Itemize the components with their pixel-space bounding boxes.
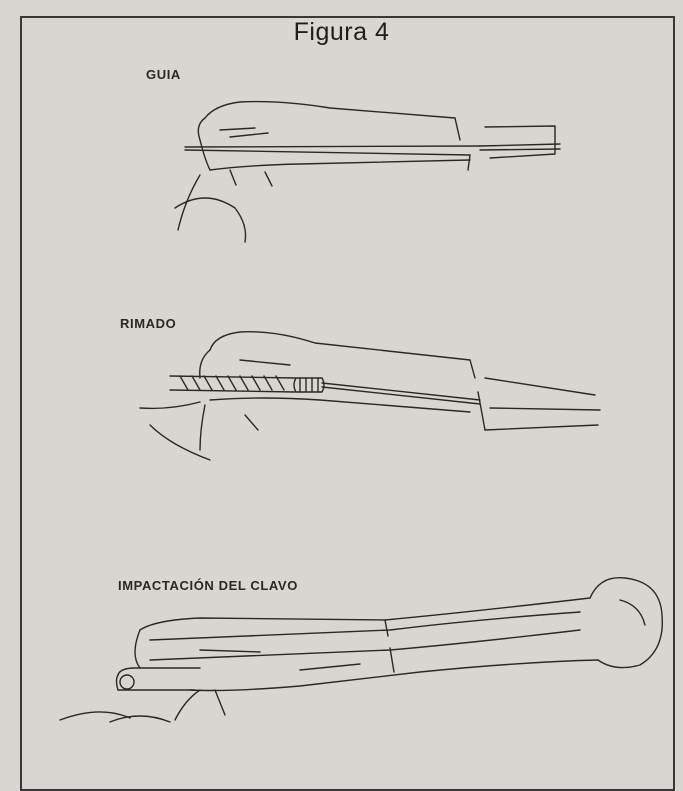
surgical-steps-illustration (0, 0, 683, 774)
reaming-drawing (140, 332, 600, 460)
nail-impaction-drawing (60, 578, 662, 722)
guide-wire-drawing (175, 102, 560, 242)
